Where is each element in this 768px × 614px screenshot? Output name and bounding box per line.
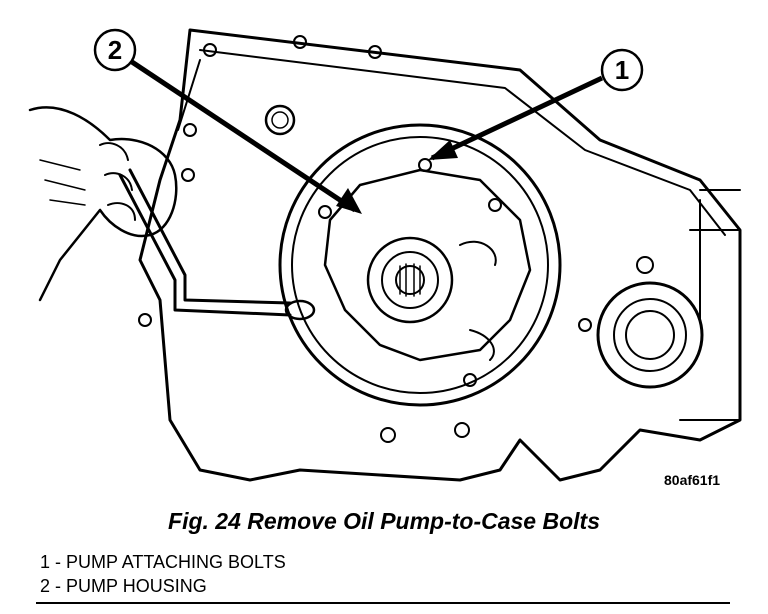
callout-2: 2	[93, 28, 362, 214]
figure-id-code: 80af61f1	[664, 472, 721, 488]
hand	[28, 106, 178, 302]
callout-2-number: 2	[108, 35, 122, 65]
pump-bolt	[318, 205, 332, 219]
legend-item: 1 - PUMP ATTACHING BOLTS	[40, 550, 286, 574]
transmission-illustration: 1 2	[28, 28, 742, 482]
callout-1: 1	[428, 48, 644, 161]
bottom-rule	[36, 602, 730, 604]
legend-item-separator: -	[50, 552, 67, 572]
pump-bolt	[488, 198, 502, 212]
transmission-case-outline	[138, 28, 742, 482]
pump-bore	[278, 123, 562, 407]
callout-1-number: 1	[615, 55, 629, 85]
pump-bolt	[418, 158, 432, 172]
figure-caption: Fig. 24 Remove Oil Pump-to-Case Bolts	[168, 508, 600, 534]
legend-item: 2 - PUMP HOUSING	[40, 574, 286, 598]
legend-item-label: PUMP HOUSING	[66, 576, 207, 596]
pump-housing	[323, 168, 532, 362]
legend: 1 - PUMP ATTACHING BOLTS 2 - PUMP HOUSIN…	[40, 550, 286, 598]
ratchet-extension	[118, 173, 292, 317]
legend-item-separator: -	[50, 576, 67, 596]
legend-item-number: 2	[40, 576, 51, 596]
pump-bolt	[463, 373, 477, 387]
legend-item-number: 1	[40, 552, 51, 572]
legend-item-label: PUMP ATTACHING BOLTS	[66, 552, 286, 572]
